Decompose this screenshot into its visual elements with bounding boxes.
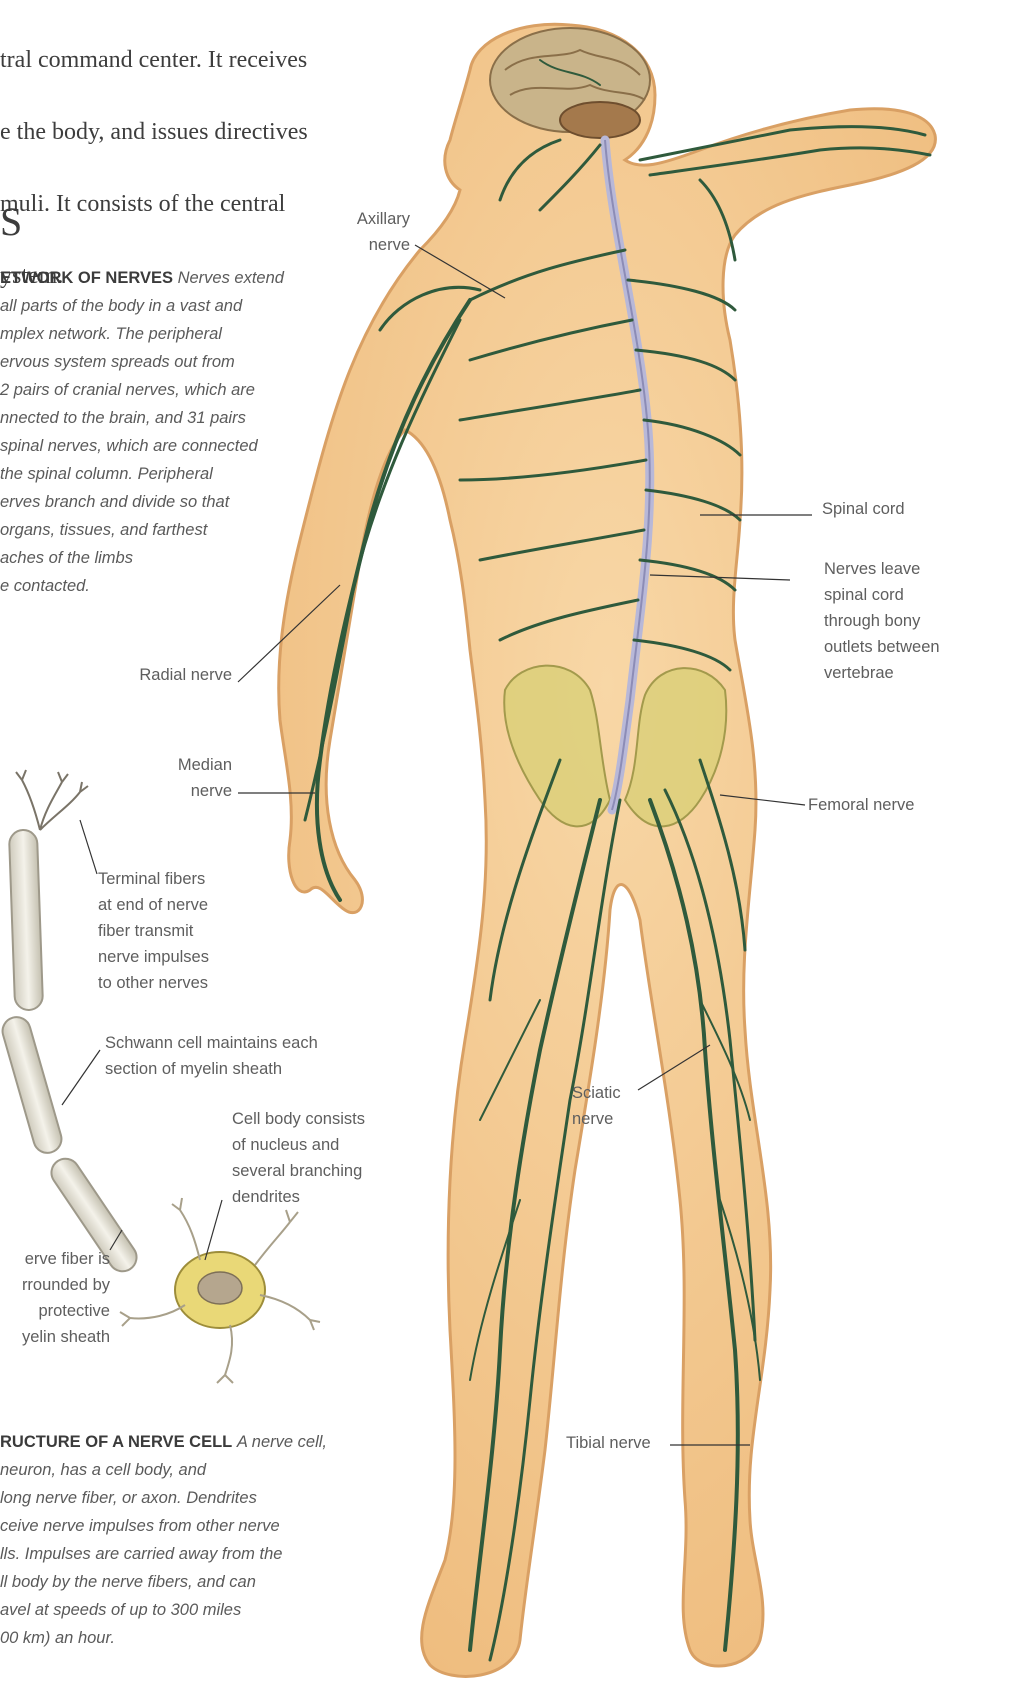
caption-line: organs, tissues, and farthest <box>0 516 284 544</box>
label-terminal-fibers: Terminal fibers at end of nerve fiber tr… <box>98 866 209 996</box>
structure-of-nerve-cell-caption: RUCTURE OF A NERVE CELL A nerve cell, ne… <box>0 1428 327 1652</box>
terminal-fibers <box>16 770 88 830</box>
caption-line: Nerves extend <box>178 269 284 287</box>
caption-line: neuron, has a cell body, and <box>0 1456 327 1484</box>
label-cell-body: Cell body consists of nucleus and severa… <box>232 1106 365 1210</box>
cell-body <box>175 1252 265 1328</box>
label-axillary-nerve: Axillary nerve <box>330 206 410 258</box>
label-tibial-nerve: Tibial nerve <box>566 1430 651 1456</box>
network-of-nerves-caption: ETWORK OF NERVES Nerves extend all parts… <box>0 264 284 600</box>
label-nerves-leave-spinal-cord: Nerves leave spinal cord through bony ou… <box>824 556 940 686</box>
caption-line: ervous system spreads out from <box>0 348 284 376</box>
caption-line: ceive nerve impulses from other nerve <box>0 1512 327 1540</box>
caption-line: the spinal column. Peripheral <box>0 460 284 488</box>
caption-line: 00 km) an hour. <box>0 1624 327 1652</box>
caption-line: all parts of the body in a vast and <box>0 292 284 320</box>
caption-line: long nerve fiber, or axon. Dendrites <box>0 1484 327 1512</box>
body-silhouette <box>279 24 936 1676</box>
label-radial-nerve: Radial nerve <box>100 662 232 688</box>
label-median-nerve: Median nerve <box>150 752 232 804</box>
label-nerve-fiber-myelin: erve fiber is rrounded by protective yel… <box>0 1246 110 1350</box>
caption-line: avel at speeds of up to 300 miles <box>0 1596 327 1624</box>
caption-line: nnected to the brain, and 31 pairs <box>0 404 284 432</box>
label-schwann-cell: Schwann cell maintains each section of m… <box>105 1030 318 1082</box>
caption-line: lls. Impulses are carried away from the <box>0 1540 327 1568</box>
caption-lead: RUCTURE OF A NERVE CELL <box>0 1433 232 1451</box>
caption-line: mplex network. The peripheral <box>0 320 284 348</box>
caption-line: e contacted. <box>0 572 284 600</box>
caption-line: aches of the limbs <box>0 544 284 572</box>
caption-line: 2 pairs of cranial nerves, which are <box>0 376 284 404</box>
label-femoral-nerve: Femoral nerve <box>808 792 914 818</box>
caption-line: A nerve cell, <box>237 1433 327 1451</box>
caption-line: erves branch and divide so that <box>0 488 284 516</box>
caption-lead: ETWORK OF NERVES <box>0 269 173 287</box>
label-sciatic-nerve: Sciatic nerve <box>572 1080 621 1132</box>
caption-line: ll body by the nerve fibers, and can <box>0 1568 327 1596</box>
label-spinal-cord: Spinal cord <box>822 496 905 522</box>
caption-line: spinal nerves, which are connected <box>0 432 284 460</box>
